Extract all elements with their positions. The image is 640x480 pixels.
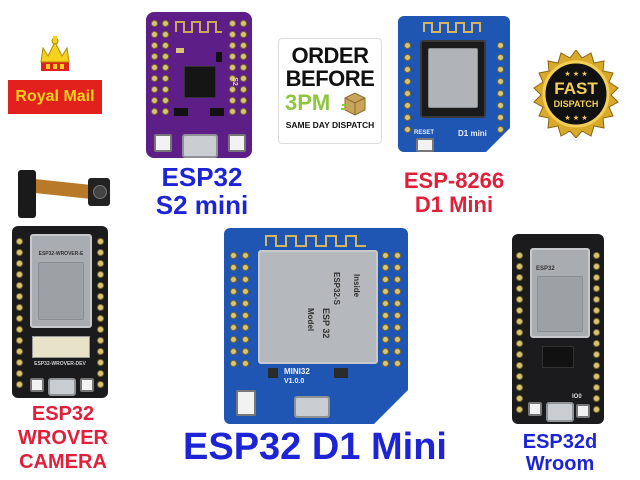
royal-mail-logo: Royal Mail: [8, 36, 102, 120]
reset-button: [154, 134, 172, 152]
reset-button: [30, 378, 44, 392]
wrover-module: ESP32-WROVER-E: [30, 234, 92, 328]
wrover-bottom-marking: ESP32-WROVER-DEV: [34, 361, 86, 367]
antenna-trace-icon: [175, 21, 222, 33]
gold-seal-icon: ★ ★ ★ ★ ★ ★: [533, 50, 619, 138]
camera-module: [18, 170, 110, 218]
esp8266-d1-mini-label-line1: ESP-8266: [403, 168, 505, 193]
usb-c-port: [182, 134, 218, 158]
esp32-s2-mini-label-line1: ESP32: [161, 162, 243, 192]
wrover-top-marking: ESP32-WROVER-E: [38, 251, 84, 257]
boot-button: [576, 404, 590, 418]
antenna-trace-icon: [423, 22, 481, 33]
mini32-version-marking: V1.0.0: [284, 378, 305, 385]
s2-chip: [184, 66, 216, 98]
esp32-wrover-label-line3: CAMERA: [19, 451, 107, 473]
reset-button: [528, 402, 542, 416]
order-line3: 3PM: [285, 90, 331, 115]
d1-mini-marking: D1 mini: [458, 129, 487, 138]
io0-marking: IO0: [572, 394, 582, 400]
s2-model-marking: S2: [230, 77, 238, 86]
esp32-d1-mini-board: ESP32-S Inside Model ESP 32 MINI32 V1.0.…: [224, 228, 408, 424]
order-before-badge: ORDER BEFORE 3PM SAME DAY DISPATCH: [278, 38, 382, 144]
esp8266-d1-mini-board: D1 mini RESET: [398, 16, 510, 152]
micro-usb-port: [294, 396, 330, 418]
order-line1: ORDER: [291, 43, 369, 68]
model-marking: Model: [306, 308, 315, 332]
box-icon: [341, 92, 366, 116]
royal-mail-text: Royal Mail: [15, 88, 95, 105]
camera-connector: [32, 336, 90, 358]
reset-button: [416, 138, 434, 152]
svg-text:★ ★ ★: ★ ★ ★: [564, 70, 587, 78]
micro-usb-port: [546, 402, 574, 422]
mini32-marking: MINI32: [284, 367, 310, 376]
esp32-s-marking: ESP32-S: [332, 272, 341, 305]
wroom-esp32-marking: ESP32: [536, 266, 555, 272]
esp32-module: ESP32-S Inside Model ESP 32: [258, 250, 378, 364]
crown-icon: [40, 36, 70, 71]
esp32-s2-mini-label-line2: S2 mini: [155, 190, 249, 220]
order-line2: BEFORE: [285, 66, 375, 91]
esp32-inside-marking: Inside: [352, 274, 361, 298]
esp32d-wroom-label-line2: Wroom: [525, 453, 595, 475]
reset-button: [236, 390, 256, 416]
esp32-name-marking: ESP 32: [321, 308, 331, 339]
boot-button: [228, 134, 246, 152]
fast-dispatch-badge: ★ ★ ★ ★ ★ ★ FAST DISPATCH: [532, 50, 620, 138]
reset-marking: RESET: [414, 130, 435, 136]
esp32-wrover-label-line1: ESP32: [31, 403, 95, 425]
esp8266-d1-mini-label-line2: D1 Mini: [414, 192, 494, 217]
fast-line1: FAST: [554, 79, 598, 98]
esp32-wrover-board: ESP32-WROVER-E ESP32-WROVER-DEV: [12, 226, 108, 398]
esp32d-wroom-label-line1: ESP32d: [522, 431, 598, 453]
micro-usb-port: [48, 378, 76, 396]
fast-line2: DISPATCH: [553, 99, 599, 109]
esp32-s2-mini-board: S2: [146, 12, 252, 158]
boot-button: [80, 378, 94, 392]
wroom-module: ESP32: [530, 248, 590, 338]
esp32-wroom-board: ESP32 IO0: [512, 234, 604, 424]
esp32-wrover-label-line2: WROVER: [18, 427, 108, 449]
esp8266-module: [420, 40, 486, 118]
esp32-d1-mini-label: ESP32 D1 Mini: [183, 426, 447, 468]
royal-mail-bar: Royal Mail: [8, 80, 102, 114]
antenna-trace-icon: [265, 235, 366, 247]
svg-text:★ ★ ★: ★ ★ ★: [564, 114, 587, 122]
order-line4: SAME DAY DISPATCH: [285, 120, 375, 130]
